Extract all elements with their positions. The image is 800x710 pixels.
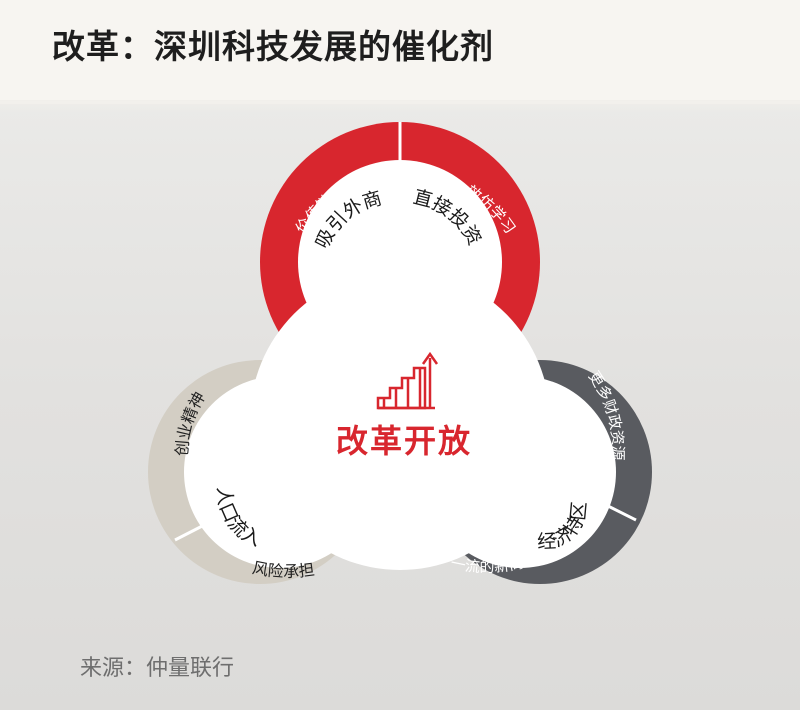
center-label: 改革开放 <box>336 422 472 460</box>
ring-label-risk: 风险承担 <box>251 558 316 581</box>
header-band <box>0 0 800 114</box>
page-title: 改革：深圳科技发展的催化剂 <box>52 27 494 66</box>
white-interior <box>184 160 616 570</box>
source-note: 来源：仲量联行 <box>80 656 235 681</box>
growth-bars-arrow-icon <box>376 351 439 410</box>
